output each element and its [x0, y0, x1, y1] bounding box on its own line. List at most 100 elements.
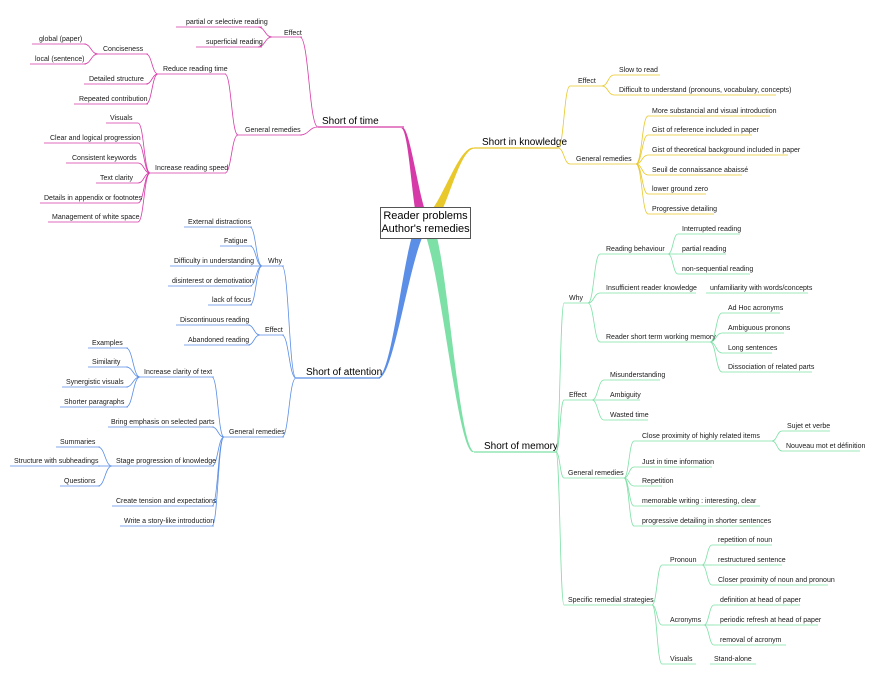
- node-superficial-reading[interactable]: superficial reading: [206, 39, 263, 46]
- node-short-in-knowledge[interactable]: Short in knowledge: [482, 137, 567, 148]
- node-fatigue[interactable]: Fatigue: [224, 238, 247, 245]
- connector-line: [701, 564, 713, 586]
- node-slow-to-read[interactable]: Slow to read: [619, 67, 658, 74]
- node-effect[interactable]: Effect: [569, 392, 587, 399]
- node-gist-of-reference-included-in-paper[interactable]: Gist of reference included in paper: [652, 127, 760, 134]
- node-short-of-time[interactable]: Short of time: [322, 116, 379, 127]
- node-summaries[interactable]: Summaries: [60, 439, 96, 446]
- node-lower-ground-zero[interactable]: lower ground zero: [652, 186, 708, 193]
- node-more-substancial-and-visual-introduction[interactable]: More substancial and visual introduction: [652, 108, 777, 115]
- node-text-clarity[interactable]: Text clarity: [100, 175, 134, 182]
- node-similarity[interactable]: Similarity: [92, 359, 121, 366]
- central-topic[interactable]: Reader problems Author's remedies: [380, 207, 471, 239]
- connector-line: [771, 430, 783, 442]
- node-restructured-sentence[interactable]: restructured sentence: [718, 557, 786, 564]
- node-dissociation-of-related-parts[interactable]: Dissociation of related parts: [728, 364, 815, 371]
- node-removal-of-acronym[interactable]: removal of acronym: [720, 637, 782, 644]
- node-disinterest-or-demotivation[interactable]: disinterest or demotivation: [172, 278, 254, 285]
- node-synergistic-visuals[interactable]: Synergistic visuals: [66, 379, 124, 386]
- node-gist-of-theoretical-background-included-[interactable]: Gist of theoretical background included …: [652, 147, 801, 154]
- node-visuals[interactable]: Visuals: [670, 656, 693, 663]
- node-abandoned-reading[interactable]: Abandoned reading: [188, 337, 249, 344]
- node-specific-remedial-strategies[interactable]: Specific remedial strategies: [568, 597, 654, 604]
- node-write-a-story-like-introduction[interactable]: Write a story-like introduction: [124, 518, 214, 525]
- node-shorter-paragraphs[interactable]: Shorter paragraphs: [64, 399, 125, 406]
- node-structure-with-subheadings[interactable]: Structure with subheadings: [14, 458, 99, 465]
- node-consistent-keywords[interactable]: Consistent keywords: [72, 155, 137, 162]
- node-general-remedies[interactable]: General remedies: [229, 429, 285, 436]
- node-reading-behaviour[interactable]: Reading behaviour: [606, 246, 665, 253]
- node-external-distractions[interactable]: External distractions: [188, 219, 252, 226]
- node-definition-at-head-of-paper[interactable]: definition at head of paper: [720, 597, 802, 604]
- connector-line: [591, 379, 605, 401]
- node-questions[interactable]: Questions: [64, 478, 96, 485]
- connector-line: [703, 624, 715, 646]
- node-closer-proximity-of-noun-and-pronoun[interactable]: Closer proximity of noun and pronoun: [718, 577, 835, 584]
- connector-line: [635, 154, 649, 165]
- node-effect[interactable]: Effect: [578, 78, 596, 85]
- node-ad-hoc-acronyms[interactable]: Ad Hoc acronyms: [728, 305, 784, 312]
- node-difficult-to-understand-pronouns-vocabul[interactable]: Difficult to understand (pronouns, vocab…: [619, 87, 792, 94]
- node-general-remedies[interactable]: General remedies: [245, 127, 301, 134]
- node-visuals[interactable]: Visuals: [110, 115, 133, 122]
- node-short-of-attention[interactable]: Short of attention: [306, 367, 382, 378]
- node-bring-emphasis-on-selected-parts[interactable]: Bring emphasis on selected parts: [111, 419, 215, 426]
- node-close-proximity-of-highly-related-items[interactable]: Close proximity of highly related items: [642, 433, 760, 440]
- node-progressive-detailing[interactable]: Progressive detailing: [652, 206, 717, 213]
- node-ambiguous-pronons[interactable]: Ambiguous pronons: [728, 325, 791, 332]
- node-difficulty-in-understanding[interactable]: Difficulty in understanding: [174, 258, 254, 265]
- node-periodic-refresh-at-head-of-paper[interactable]: periodic refresh at head of paper: [720, 617, 822, 624]
- node-details-in-appendix-or-footnotes[interactable]: Details in appendix or footnotes: [44, 195, 143, 202]
- connector-line: [555, 302, 565, 453]
- node-seuil-de-connaissance-abaiss[interactable]: Seuil de connaissance abaissé: [652, 167, 748, 174]
- node-general-remedies[interactable]: General remedies: [568, 470, 624, 477]
- node-clear-and-logical-progression[interactable]: Clear and logical progression: [50, 135, 141, 142]
- node-conciseness[interactable]: Conciseness: [103, 46, 144, 53]
- node-repeated-contribution[interactable]: Repeated contribution: [79, 96, 148, 103]
- node-repetition-of-noun[interactable]: repetition of noun: [718, 537, 772, 544]
- node-non-sequential-reading[interactable]: non-sequential reading: [682, 266, 753, 273]
- node-pronoun[interactable]: Pronoun: [670, 557, 697, 564]
- node-discontinuous-reading[interactable]: Discontinuous reading: [180, 317, 249, 324]
- node-just-in-time-information[interactable]: Just in time information: [642, 459, 714, 466]
- node-effect[interactable]: Effect: [284, 30, 302, 37]
- node-memorable-writing-interesting-clear[interactable]: memorable writing : interesting, clear: [642, 498, 757, 505]
- node-sujet-et-verbe[interactable]: Sujet et verbe: [787, 423, 830, 430]
- connector-line: [224, 134, 239, 174]
- node-local-sentence[interactable]: local (sentence): [35, 56, 84, 63]
- node-global-paper[interactable]: global (paper): [39, 36, 82, 43]
- node-progressive-detailing-in-shorter-sentenc[interactable]: progressive detailing in shorter sentenc…: [642, 518, 772, 525]
- node-increase-reading-speed[interactable]: Increase reading speed: [155, 165, 228, 172]
- node-stage-progression-of-knowledge[interactable]: Stage progression of knowledge: [116, 458, 216, 465]
- node-short-of-memory[interactable]: Short of memory: [484, 441, 558, 452]
- node-why[interactable]: Why: [569, 295, 584, 302]
- node-management-of-white-space[interactable]: Management of white space: [52, 214, 140, 221]
- connector-line: [557, 147, 571, 165]
- node-misunderstanding[interactable]: Misunderstanding: [610, 372, 665, 379]
- node-ambiguity[interactable]: Ambiguity: [610, 392, 641, 399]
- node-effect[interactable]: Effect: [265, 327, 283, 334]
- node-general-remedies[interactable]: General remedies: [576, 156, 632, 163]
- node-lack-of-focus[interactable]: lack of focus: [212, 297, 251, 304]
- connector-line: [125, 376, 141, 408]
- node-acronyms[interactable]: Acronyms: [670, 617, 702, 624]
- node-partial-reading[interactable]: partial reading: [682, 246, 726, 253]
- connector-line: [145, 53, 159, 75]
- node-detailed-structure[interactable]: Detailed structure: [89, 76, 144, 83]
- node-reduce-reading-time[interactable]: Reduce reading time: [163, 66, 228, 73]
- node-create-tension-and-expectations[interactable]: Create tension and expectations: [116, 498, 217, 505]
- node-why[interactable]: Why: [268, 258, 283, 265]
- node-increase-clarity-of-text[interactable]: Increase clarity of text: [144, 369, 212, 376]
- node-long-sentences[interactable]: Long sentences: [728, 345, 778, 352]
- node-reader-short-term-working-memory[interactable]: Reader short term working memory: [606, 334, 716, 341]
- node-interrupted-reading[interactable]: Interrupted reading: [682, 226, 741, 233]
- node-partial-or-selective-reading[interactable]: partial or selective reading: [186, 19, 268, 26]
- node-wasted-time[interactable]: Wasted time: [610, 412, 649, 419]
- node-repetition[interactable]: Repetition: [642, 478, 674, 485]
- node-unfamiliarity-with-words-concepts[interactable]: unfamiliarity with words/concepts: [710, 285, 813, 292]
- node-examples[interactable]: Examples: [92, 340, 123, 347]
- node-stand-alone[interactable]: Stand-alone: [714, 656, 752, 663]
- branch-memory: [419, 221, 475, 453]
- node-nouveau-mot-et-d-finition[interactable]: Nouveau mot et définition: [786, 443, 865, 450]
- node-insufficient-reader-knowledge[interactable]: Insufficient reader knowledge: [606, 285, 697, 292]
